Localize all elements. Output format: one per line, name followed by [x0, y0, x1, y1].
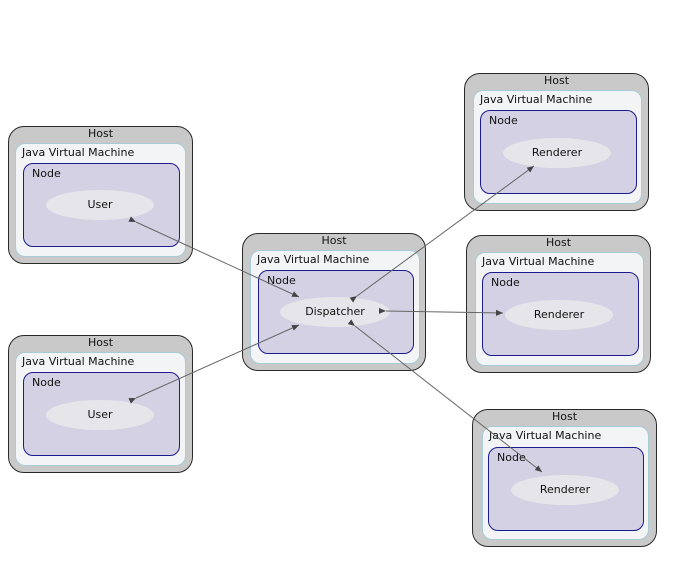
jvm-container: Java Virtual Machine Node Dispatcher	[250, 250, 420, 364]
host-label: Host	[87, 127, 114, 140]
renderer-component[interactable]: Renderer	[505, 300, 613, 330]
user-component[interactable]: User	[46, 190, 154, 220]
jvm-container: Java Virtual Machine Node User	[15, 143, 186, 257]
host-label: Host	[87, 336, 114, 349]
user-component[interactable]: User	[46, 400, 154, 430]
jvm-label: Java Virtual Machine	[22, 146, 135, 159]
host-user-2: Host Java Virtual Machine Node User	[8, 335, 193, 473]
jvm-label: Java Virtual Machine	[22, 355, 135, 368]
jvm-label: Java Virtual Machine	[480, 93, 593, 106]
node-label: Node	[491, 276, 520, 289]
node-container: Node Renderer	[482, 272, 639, 356]
host-label: Host	[543, 74, 570, 87]
jvm-label: Java Virtual Machine	[257, 253, 370, 266]
host-dispatcher: Host Java Virtual Machine Node Dispatche…	[242, 233, 426, 371]
jvm-label: Java Virtual Machine	[482, 255, 595, 268]
host-renderer-3: Host Java Virtual Machine Node Renderer	[472, 409, 657, 547]
host-user-1: Host Java Virtual Machine Node User	[8, 126, 193, 264]
node-label: Node	[32, 376, 61, 389]
jvm-label: Java Virtual Machine	[489, 429, 602, 442]
node-label: Node	[489, 114, 518, 127]
node-container: Node User	[23, 163, 180, 247]
host-renderer-1: Host Java Virtual Machine Node Renderer	[464, 73, 649, 211]
host-renderer-2: Host Java Virtual Machine Node Renderer	[466, 235, 651, 373]
renderer-component[interactable]: Renderer	[511, 475, 619, 505]
node-container: Node Dispatcher	[258, 270, 414, 354]
jvm-container: Java Virtual Machine Node Renderer	[473, 90, 642, 204]
node-container: Node User	[23, 372, 180, 456]
host-label: Host	[321, 234, 347, 247]
node-label: Node	[497, 451, 526, 464]
jvm-container: Java Virtual Machine Node Renderer	[475, 252, 644, 366]
dispatcher-component[interactable]: Dispatcher	[280, 297, 390, 327]
host-label: Host	[545, 236, 572, 249]
renderer-component[interactable]: Renderer	[503, 138, 611, 168]
jvm-container: Java Virtual Machine Node User	[15, 352, 186, 466]
node-label: Node	[267, 274, 296, 287]
node-container: Node Renderer	[488, 447, 644, 531]
node-label: Node	[32, 167, 61, 180]
host-label: Host	[551, 410, 578, 423]
node-container: Node Renderer	[480, 110, 637, 194]
jvm-container: Java Virtual Machine Node Renderer	[482, 426, 649, 540]
